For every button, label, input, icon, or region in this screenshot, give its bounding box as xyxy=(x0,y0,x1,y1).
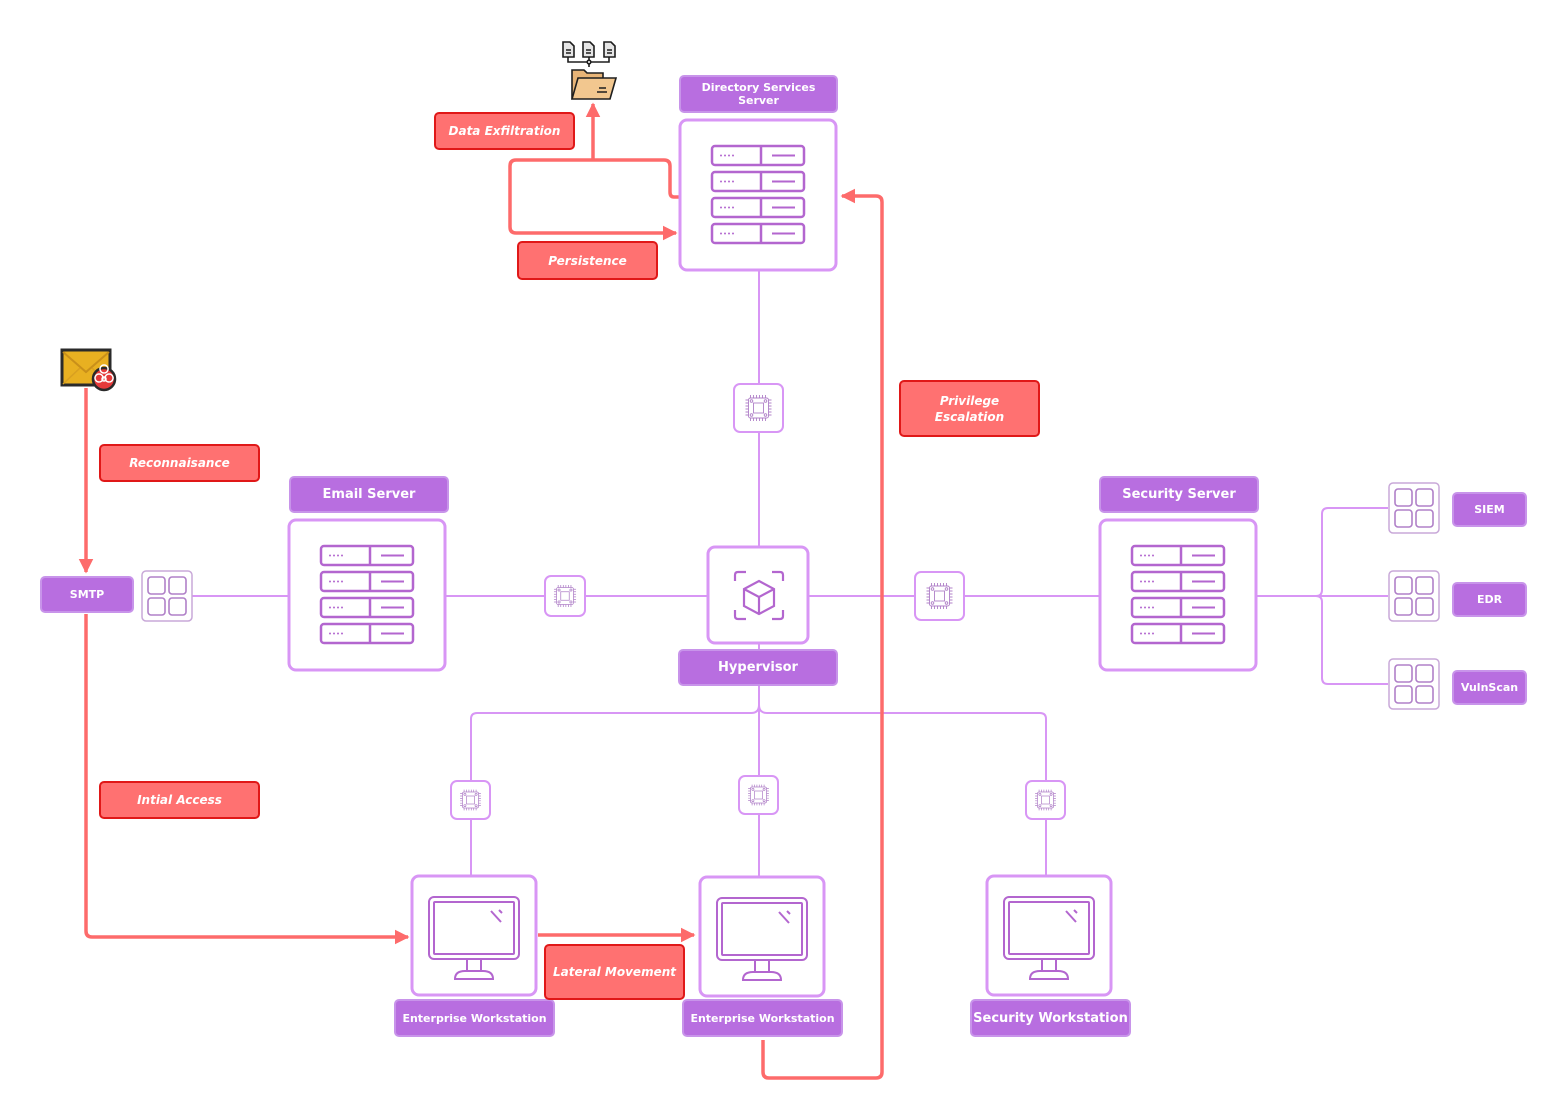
edr-app-grid-icon xyxy=(1388,570,1440,622)
network-links xyxy=(192,270,1388,877)
chip-ws2 xyxy=(738,775,779,815)
siem-label[interactable]: SIEM xyxy=(1452,492,1527,527)
workstation-1-node[interactable] xyxy=(410,874,538,997)
malicious-email-icon xyxy=(60,348,117,392)
security-workstation-label: Security Workstation xyxy=(970,999,1131,1037)
smtp-label[interactable]: SMTP xyxy=(40,576,134,613)
workstation-2-node[interactable] xyxy=(698,875,826,998)
vulnscan-app-grid-icon xyxy=(1388,658,1440,710)
stage-privilege-escalation: Privilege Escalation xyxy=(899,380,1040,437)
chip-ws1 xyxy=(450,780,491,820)
edr-label[interactable]: EDR xyxy=(1452,582,1527,617)
chip-security xyxy=(914,571,965,621)
chip-directory xyxy=(733,383,784,433)
security-workstation-node[interactable] xyxy=(985,874,1113,997)
security-server-label: Security Server xyxy=(1099,476,1259,513)
hypervisor-label: Hypervisor xyxy=(678,649,838,686)
stage-persistence: Persistence xyxy=(517,241,658,280)
stage-data-exfiltration: Data Exfiltration xyxy=(434,112,575,150)
link-hypervisor-ws1 xyxy=(470,704,760,876)
path-privilege-escalation xyxy=(761,188,884,1080)
stage-lateral-movement: Lateral Movement xyxy=(544,944,685,1000)
directory-server-node[interactable] xyxy=(678,118,838,272)
chip-secws xyxy=(1025,780,1066,820)
biohazard-icon xyxy=(91,366,117,392)
virtual-cube-icon xyxy=(733,570,785,621)
link-security-vulnscan xyxy=(1315,595,1388,685)
security-server-node[interactable] xyxy=(1098,518,1258,672)
stage-initial-access: Intial Access xyxy=(99,781,260,819)
email-server-node[interactable] xyxy=(287,518,447,672)
hypervisor-node[interactable] xyxy=(706,545,810,645)
link-hypervisor-secws xyxy=(758,704,1047,876)
directory-server-label: Directory Services Server xyxy=(679,75,838,113)
path-persistence xyxy=(508,158,679,241)
path-initial-access xyxy=(84,614,410,945)
siem-app-grid-icon xyxy=(1388,482,1440,534)
smtp-app-grid-icon xyxy=(141,570,193,622)
documents-folder-icon xyxy=(562,41,618,100)
stage-reconnaisance: Reconnaisance xyxy=(99,444,260,482)
vulnscan-label[interactable]: VulnScan xyxy=(1452,670,1527,705)
workstation-1-label: Enterprise Workstation xyxy=(394,999,555,1037)
attack-paths xyxy=(78,102,884,1080)
workstation-2-label: Enterprise Workstation xyxy=(682,999,843,1037)
link-security-siem xyxy=(1257,507,1388,597)
email-server-label: Email Server xyxy=(289,476,449,513)
chip-email xyxy=(544,575,586,617)
